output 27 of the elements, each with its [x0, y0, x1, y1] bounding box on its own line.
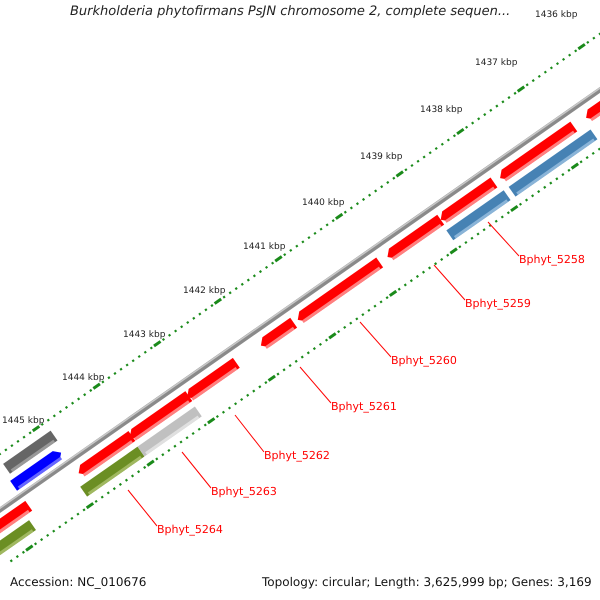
scale-label: 1440 kbp — [302, 198, 344, 208]
gene-label: Bphyt_5259 — [465, 297, 531, 310]
title-text: Burkholderia phytofirmans PsJN chromosome 2, complete sequen... — [70, 4, 510, 19]
leader-line — [234, 414, 264, 452]
info-text: Topology: circular; Length: 3,625,999 bp; Genes: 3,169 — [262, 575, 592, 589]
gene-label: Bphyt_5261 — [331, 400, 397, 413]
scale-label: 1443 kbp — [123, 330, 166, 340]
leader-line — [434, 264, 466, 300]
gene-label: Bphyt_5263 — [211, 485, 277, 498]
scale-label: 1439 kbp — [360, 152, 402, 162]
scale-label: 1442 kbp — [183, 286, 226, 296]
gene-label: Bphyt_5258 — [519, 253, 585, 266]
leader-line — [300, 366, 332, 404]
scale-label: 1438 kbp — [420, 105, 462, 115]
leader-line — [182, 452, 212, 488]
gene-label: Bphyt_5260 — [391, 354, 457, 367]
gene-label: Bphyt_5264 — [157, 523, 223, 536]
gene-label: Bphyt_5262 — [264, 449, 330, 462]
scale-label: 1441 kbp — [243, 242, 286, 252]
leader-line — [488, 222, 520, 256]
leader-line — [128, 490, 158, 526]
scale-label: 1444 kbp — [62, 373, 104, 383]
scale-label: 1436 kbp — [535, 10, 578, 20]
info-text: Accession: NC_010676 — [10, 575, 146, 589]
scale-label: 1445 kbp — [2, 416, 44, 426]
leader-line — [360, 322, 392, 358]
scale-label: 1437 kbp — [475, 58, 518, 68]
